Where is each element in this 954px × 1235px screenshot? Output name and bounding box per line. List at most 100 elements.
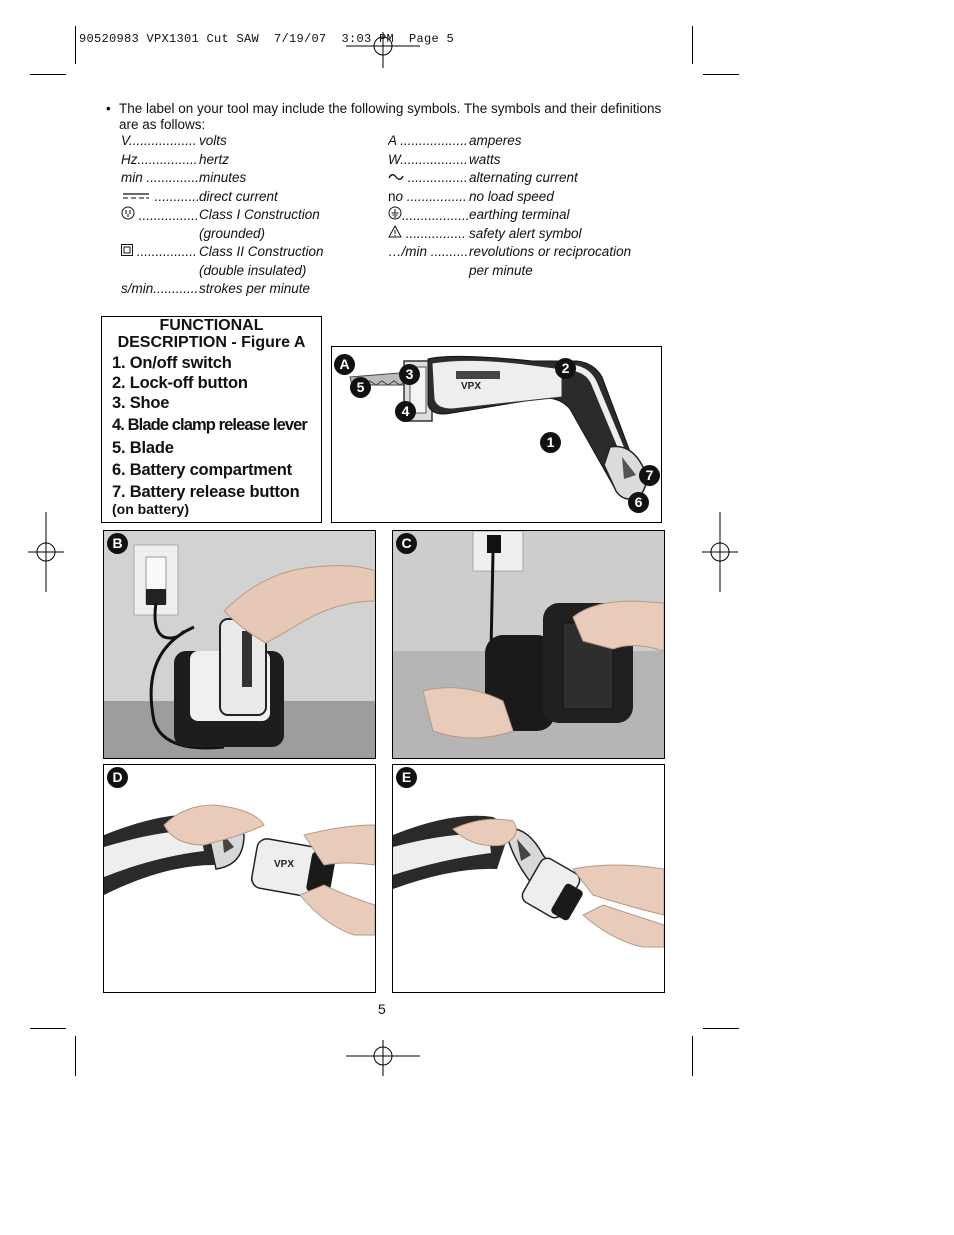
symbol-leader: .................. (129, 133, 197, 148)
symbol-leader: ................ (135, 208, 199, 223)
symbol-definition: revolutions or reciprocation (469, 244, 632, 259)
functional-item-2: 2. Lock-off button (112, 374, 248, 392)
symbol-row: …/min .......... (388, 243, 469, 261)
symbol-row: ................ (121, 243, 199, 261)
symbol-definition: direct current (199, 188, 278, 204)
symbol-code: min (121, 170, 143, 185)
figure-label-a: A (334, 354, 355, 375)
registration-mark-top (346, 32, 420, 68)
symbol-leader: .......... (427, 244, 469, 259)
svg-text:VPX: VPX (274, 859, 294, 870)
symbol-leader: ................ (133, 244, 197, 259)
svg-text:VPX: VPX (461, 381, 481, 392)
registration-mark-right (702, 512, 738, 592)
alternating-current-icon (388, 169, 404, 187)
symbol-definition: amperes (469, 133, 522, 148)
functional-item-6: 6. Battery compartment (112, 461, 292, 479)
callout-3: 3 (399, 364, 420, 385)
symbol-code: W (388, 151, 401, 167)
symbol-row: no ................ (388, 188, 469, 206)
symbol-definition: earthing terminal (469, 207, 570, 222)
battery-insertion-photo (393, 815, 664, 948)
figure-label-e: E (396, 767, 417, 788)
direct-current-icon (121, 188, 151, 206)
functional-item-3: 3. Shoe (112, 394, 170, 412)
callout-2: 2 (555, 358, 576, 379)
symbol-leader: .............. (142, 170, 199, 185)
charger-connection-photo (393, 531, 664, 758)
symbol-code: Hz (121, 151, 138, 167)
symbol-definition: per minute (469, 262, 533, 278)
intro-text: The label on your tool may include the f… (119, 101, 662, 132)
symbol-definition: minutes (199, 170, 247, 185)
symbol-code: …/min (388, 244, 428, 259)
symbol-row: ............ (121, 188, 199, 206)
functional-item-5: 5. Blade (112, 439, 174, 457)
callout-5: 5 (350, 377, 371, 398)
symbol-definition: Class II Construction (199, 244, 324, 259)
symbol-definition: (double insulated) (199, 262, 307, 278)
figure-b: B (103, 530, 376, 759)
battery-removal-photo: VPX (104, 804, 375, 936)
symbol-definition: Class I Construction (199, 207, 320, 222)
symbol-code: A (388, 133, 397, 148)
battery-charger-photo (104, 531, 375, 758)
functional-title-line1: FUNCTIONAL (159, 317, 264, 334)
symbol-row: min .............. (121, 169, 199, 187)
symbol-definition: watts (469, 151, 501, 167)
symbol-row: s/min............ (121, 280, 199, 298)
symbol-definition: safety alert symbol (469, 225, 582, 241)
safety-alert-icon (388, 224, 402, 243)
registration-mark-left (28, 512, 64, 592)
saw-illustration: VPX (349, 355, 647, 500)
symbol-leader: .................. (402, 208, 469, 223)
callout-7: 7 (639, 465, 660, 486)
figure-c: C (392, 530, 665, 759)
figure-label-d: D (107, 767, 128, 788)
symbol-row: ................ (388, 224, 469, 243)
functional-title-line2: DESCRIPTION - Figure A (117, 334, 306, 351)
class-i-icon (121, 206, 135, 225)
symbol-definition: hertz (199, 151, 230, 167)
callout-1: 1 (540, 432, 561, 453)
symbol-code: s/min (121, 281, 154, 296)
class-ii-icon (121, 243, 133, 261)
symbol-definition: (grounded) (199, 225, 266, 241)
functional-description-box: FUNCTIONAL DESCRIPTION - Figure A 1. On/… (101, 316, 322, 523)
symbol-definition: no load speed (469, 188, 554, 204)
symbol-row: ................ (388, 169, 469, 187)
functional-item-7-sub: (on battery) (112, 501, 189, 517)
symbol-leader: ............ (153, 281, 199, 296)
symbol-row: ................ (121, 206, 199, 225)
symbol-leader: ................ (403, 188, 467, 204)
figure-label-c: C (396, 533, 417, 554)
bullet: • (106, 101, 111, 116)
functional-item-7: 7. Battery release button (112, 483, 300, 501)
earthing-terminal-icon (388, 206, 402, 225)
figure-a: VPX A 1 2 3 4 5 6 7 (331, 346, 662, 523)
symbol-row: .................. (388, 206, 469, 225)
functional-item-4: 4. Blade clamp release lever (112, 416, 308, 434)
symbol-leader: ................ (402, 225, 466, 241)
symbol-definition: volts (199, 133, 227, 148)
functional-title: FUNCTIONAL DESCRIPTION - Figure A (102, 317, 321, 351)
figure-d: VPX D (103, 764, 376, 993)
symbol-definition: strokes per minute (199, 281, 311, 296)
symbol-leader: .................. (400, 151, 468, 167)
symbol-row: V.................. (121, 132, 199, 150)
figure-label-b: B (107, 533, 128, 554)
symbol-row: A .................. (388, 132, 469, 150)
figure-e: E (392, 764, 665, 993)
registration-mark-bottom (346, 1040, 420, 1076)
callout-6: 6 (628, 492, 649, 513)
symbol-leader: .................. (396, 133, 468, 148)
symbol-definition: alternating current (469, 170, 578, 185)
symbol-code: no (388, 188, 404, 204)
symbol-leader: ................ (137, 151, 198, 167)
symbol-row: W.................. (388, 151, 469, 169)
callout-4: 4 (395, 401, 416, 422)
symbol-code: V (121, 133, 130, 148)
symbol-leader: ................ (404, 170, 468, 185)
page-number: 5 (378, 1001, 386, 1017)
functional-item-1: 1. On/off switch (112, 354, 232, 372)
